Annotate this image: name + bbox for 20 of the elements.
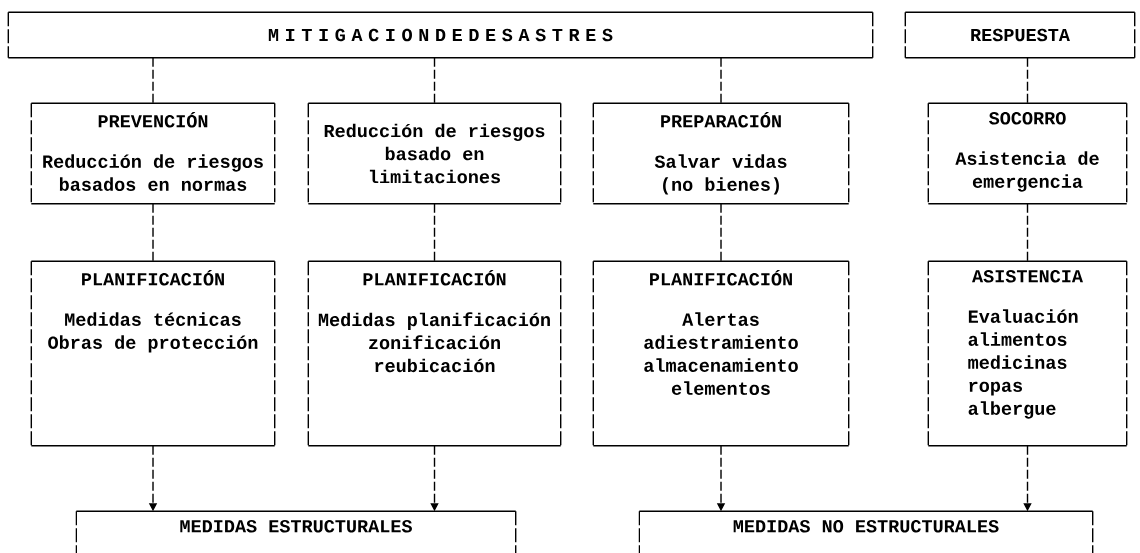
connector-line <box>152 203 154 262</box>
text-box: PLANIFICACIÓN Alertas adiestramiento almacenamiento elementos <box>592 260 850 447</box>
connector-line <box>1026 203 1029 262</box>
text-box: MEDIDAS NO ESTRUCTURALES <box>638 510 1094 553</box>
text-box: PLANIFICACIÓN Medidas planificación zonificación reubicación <box>307 260 562 447</box>
connector-line <box>433 203 436 262</box>
text-box: MEDIDAS ESTRUCTURALES <box>75 510 517 553</box>
text-box: PLANIFICACIÓN Medidas técnicas Obras de protección <box>30 260 276 447</box>
text-box: M I T I G A C I O N D E D E S A S T R E S <box>7 11 874 59</box>
text-box: SOCORRO Asistencia de emergencia <box>927 102 1128 205</box>
text-box: PREVENCIÓN Reducción de riesgos basados en normas <box>30 102 276 205</box>
connector-line <box>1026 57 1029 104</box>
connector-line <box>720 57 722 104</box>
text-box: ASISTENCIA Evaluación alimentos medicinas ropas albergue <box>927 260 1128 447</box>
text-box: RESPUESTA <box>904 11 1136 59</box>
connector-line <box>152 57 154 104</box>
text-box: PREPARACIÓN Salvar vidas (no bienes) <box>592 102 850 205</box>
connector-line <box>433 57 436 104</box>
connector-line <box>720 203 722 262</box>
text-box: Reducción de riesgos basado en limitaciones <box>307 102 562 205</box>
